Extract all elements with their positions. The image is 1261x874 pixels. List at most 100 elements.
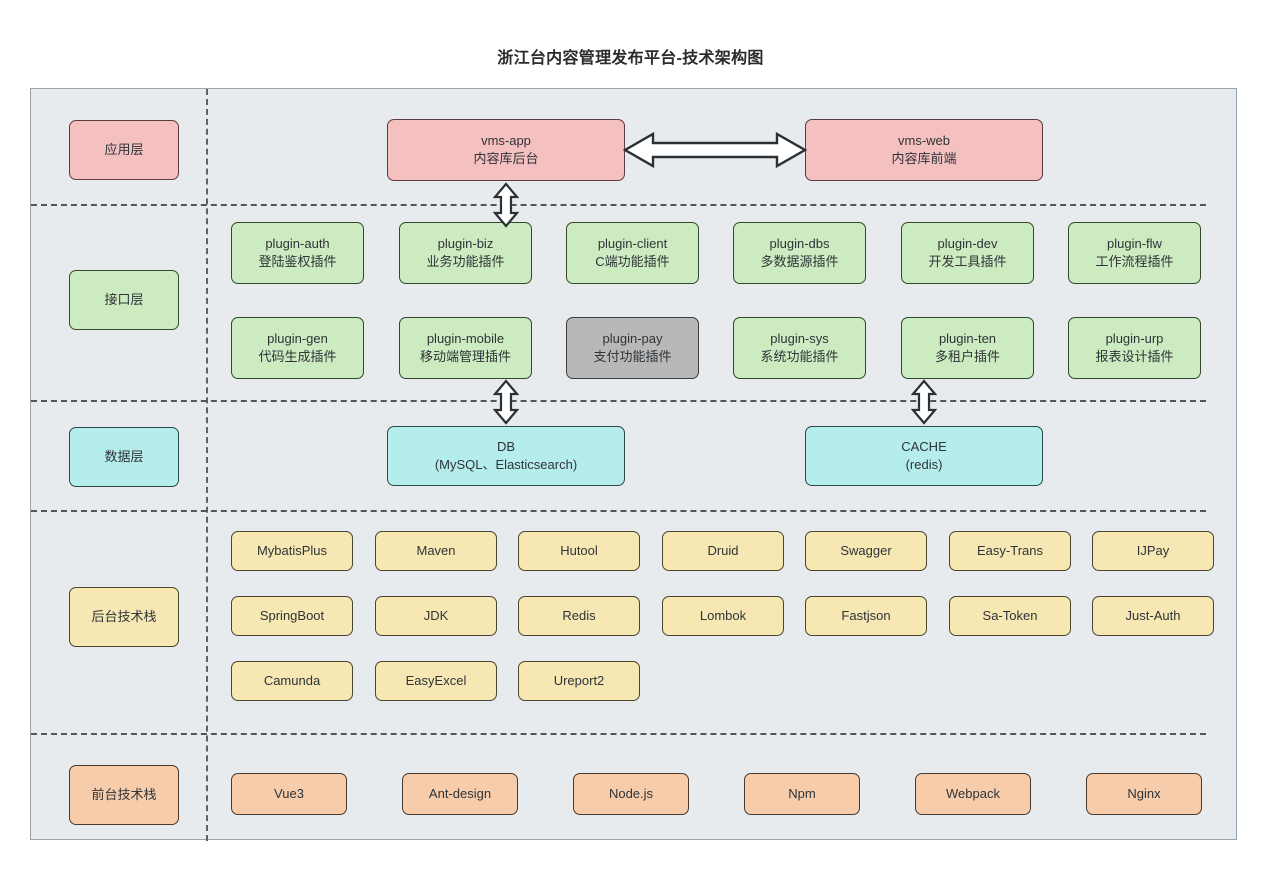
node-cache[interactable]: CACHE (redis) [805, 426, 1043, 486]
chip-lombok[interactable]: Lombok [662, 596, 784, 636]
chip-camunda[interactable]: Camunda [231, 661, 353, 701]
node-subtitle: (redis) [905, 457, 943, 472]
layer-label-text: 接口层 [104, 292, 144, 307]
node-title: vms-app [481, 133, 531, 148]
chip-label: Lombok [699, 608, 747, 623]
chip-label: JDK [423, 608, 449, 623]
node-subtitle: 工作流程插件 [1095, 254, 1174, 269]
node-plugin-pay[interactable]: plugin-pay 支付功能插件 [566, 317, 699, 379]
chip-ureport2[interactable]: Ureport2 [518, 661, 640, 701]
layer-label-api: 接口层 [69, 270, 179, 330]
chip-label: Nginx [1127, 786, 1161, 801]
node-title: plugin-urp [1105, 331, 1164, 346]
chip-label: Ant-design [428, 786, 492, 801]
node-plugin-dbs[interactable]: plugin-dbs 多数据源插件 [733, 222, 866, 284]
node-subtitle: 开发工具插件 [928, 254, 1007, 269]
node-plugin-urp[interactable]: plugin-urp 报表设计插件 [1068, 317, 1201, 379]
layer-label-text: 后台技术栈 [91, 609, 157, 624]
node-db[interactable]: DB (MySQL、Elasticsearch) [387, 426, 625, 486]
node-title: plugin-dbs [769, 236, 830, 251]
chip-fastjson[interactable]: Fastjson [805, 596, 927, 636]
divider-backend-front [31, 733, 1206, 735]
node-title: vms-web [897, 133, 950, 148]
node-title: plugin-dev [937, 236, 998, 251]
node-subtitle: 登陆鉴权插件 [258, 254, 337, 269]
node-subtitle: (MySQL、Elasticsearch) [434, 457, 578, 472]
node-subtitle: 多租户插件 [934, 349, 1000, 364]
chip-label: Ureport2 [553, 673, 605, 688]
node-plugin-auth[interactable]: plugin-auth 登陆鉴权插件 [231, 222, 364, 284]
chip-ant-design[interactable]: Ant-design [402, 773, 518, 815]
chip-npm[interactable]: Npm [744, 773, 860, 815]
chip-sa-token[interactable]: Sa-Token [949, 596, 1071, 636]
connector-api-cache-arrow [911, 379, 937, 425]
chip-label: Hutool [560, 543, 598, 558]
layer-label-data: 数据层 [69, 427, 179, 487]
node-title: plugin-ten [938, 331, 997, 346]
chip-swagger[interactable]: Swagger [805, 531, 927, 571]
chip-label: IJPay [1136, 543, 1170, 558]
divider-app-api [31, 204, 1206, 206]
chip-label: Just-Auth [1125, 608, 1181, 623]
node-title: CACHE [901, 439, 947, 454]
chip-springboot[interactable]: SpringBoot [231, 596, 353, 636]
node-vms-app[interactable]: vms-app 内容库后台 [387, 119, 625, 181]
chip-label: Fastjson [841, 608, 891, 623]
chip-label: Camunda [263, 673, 321, 688]
chip-easyexcel[interactable]: EasyExcel [375, 661, 497, 701]
chip-label: Npm [788, 786, 816, 801]
node-title: plugin-flw [1107, 236, 1162, 251]
layer-label-app: 应用层 [69, 120, 179, 180]
chip-label: Swagger [840, 543, 892, 558]
chip-redis[interactable]: Redis [518, 596, 640, 636]
divider-data-backend [31, 510, 1206, 512]
chip-maven[interactable]: Maven [375, 531, 497, 571]
node-plugin-mobile[interactable]: plugin-mobile 移动端管理插件 [399, 317, 532, 379]
node-plugin-dev[interactable]: plugin-dev 开发工具插件 [901, 222, 1034, 284]
label-column-divider [206, 89, 208, 841]
layer-label-text: 应用层 [104, 142, 144, 157]
node-vms-web[interactable]: vms-web 内容库前端 [805, 119, 1043, 181]
node-title: plugin-gen [267, 331, 328, 346]
chip-label: Druid [707, 543, 739, 558]
chip-jdk[interactable]: JDK [375, 596, 497, 636]
connector-api-db-arrow [493, 379, 519, 425]
architecture-diagram-frame: 应用层 接口层 数据层 后台技术栈 前台技术栈 vms-app 内容库后台 vm… [30, 88, 1237, 841]
chip-webpack[interactable]: Webpack [915, 773, 1031, 815]
node-title: DB [496, 439, 516, 454]
node-plugin-gen[interactable]: plugin-gen 代码生成插件 [231, 317, 364, 379]
node-subtitle: 报表设计插件 [1095, 349, 1174, 364]
node-subtitle: 系统功能插件 [760, 349, 839, 364]
node-plugin-client[interactable]: plugin-client C端功能插件 [566, 222, 699, 284]
chip-vue3[interactable]: Vue3 [231, 773, 347, 815]
connector-app-api-arrow [493, 182, 519, 228]
node-title: plugin-auth [265, 236, 330, 251]
chip-label: Node.js [608, 786, 654, 801]
chip-label: SpringBoot [259, 608, 325, 623]
node-subtitle: 业务功能插件 [426, 254, 505, 269]
node-plugin-sys[interactable]: plugin-sys 系统功能插件 [733, 317, 866, 379]
node-plugin-ten[interactable]: plugin-ten 多租户插件 [901, 317, 1034, 379]
chip-label: Vue3 [274, 786, 304, 801]
layer-label-text: 前台技术栈 [91, 787, 157, 802]
node-plugin-biz[interactable]: plugin-biz 业务功能插件 [399, 222, 532, 284]
chip-just-auth[interactable]: Just-Auth [1092, 596, 1214, 636]
chip-mybatisplus[interactable]: MybatisPlus [231, 531, 353, 571]
layer-label-frontend: 前台技术栈 [69, 765, 179, 825]
chip-label: MybatisPlus [256, 543, 328, 558]
node-subtitle: C端功能插件 [595, 254, 670, 269]
page-title: 浙江台内容管理发布平台-技术架构图 [497, 50, 764, 67]
layer-label-backend: 后台技术栈 [69, 587, 179, 647]
chip-label: Webpack [946, 786, 1000, 801]
layer-label-text: 数据层 [104, 449, 144, 464]
chip-easy-trans[interactable]: Easy-Trans [949, 531, 1071, 571]
node-plugin-flw[interactable]: plugin-flw 工作流程插件 [1068, 222, 1201, 284]
chip-ijpay[interactable]: IJPay [1092, 531, 1214, 571]
node-subtitle: 移动端管理插件 [419, 349, 511, 364]
chip-nginx[interactable]: Nginx [1086, 773, 1202, 815]
chip-druid[interactable]: Druid [662, 531, 784, 571]
node-subtitle: 支付功能插件 [593, 349, 672, 364]
chip-hutool[interactable]: Hutool [518, 531, 640, 571]
chip-nodejs[interactable]: Node.js [573, 773, 689, 815]
node-subtitle: 代码生成插件 [258, 349, 337, 364]
